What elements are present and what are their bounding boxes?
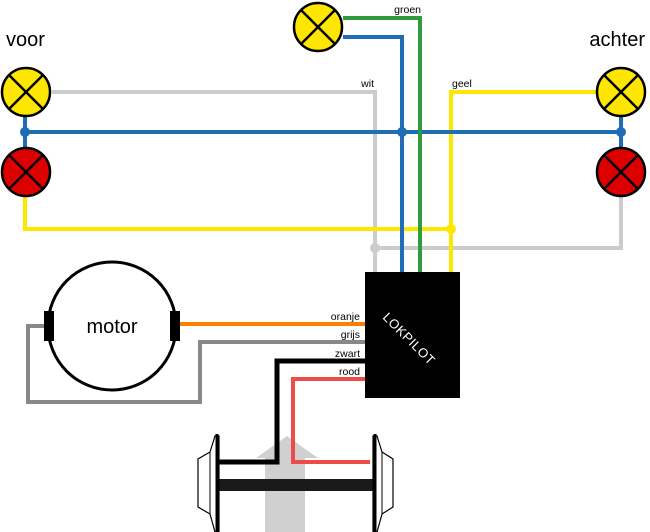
axle: [217, 479, 375, 491]
lamp-cross: [300, 9, 336, 45]
wire-label-white: wit: [360, 78, 374, 90]
decoder-box: LOKPILOT: [365, 272, 460, 398]
wheel-left: [197, 434, 220, 532]
motor-brush-right: [170, 311, 180, 341]
wire-blue-top: [343, 35, 404, 272]
lamp-cross: [603, 74, 639, 110]
wire-black-overlay: [218, 436, 280, 465]
wire-grey: [26, 324, 366, 404]
junction-blue-center: [397, 127, 407, 137]
label-front: voor: [6, 29, 45, 51]
motor-label: motor: [86, 316, 137, 338]
motor-brush-left: [44, 311, 54, 341]
wire-label-yellow: geel: [452, 78, 472, 90]
wheel-right: [372, 434, 394, 532]
wire-yellow-rear: [449, 90, 598, 272]
junction-yellow: [446, 224, 456, 234]
wire-white: [52, 90, 623, 272]
wire-yellow: [23, 90, 598, 272]
wire-label-green: groen: [394, 4, 421, 16]
lamp-front-white: [0, 66, 52, 118]
wire-white-rear: [375, 195, 623, 250]
lamp-cross: [8, 74, 44, 110]
lamp-rear-white: [595, 66, 647, 118]
wire-label-orange: oranje: [331, 311, 360, 323]
lamp-cross: [8, 154, 44, 190]
wire-yellow-front: [23, 195, 451, 231]
lamp-top-aux: [292, 1, 344, 53]
lamp-front-red: [0, 146, 52, 198]
wire-white-front: [52, 90, 377, 272]
wire-label-red: rood: [339, 366, 360, 378]
wire-blue: [23, 35, 623, 272]
wire-label-black: zwart: [335, 348, 360, 360]
wire-label-grey: grijs: [341, 329, 360, 341]
wire-red-overlay: [291, 436, 370, 464]
decoder-body: [365, 272, 460, 398]
lamp-cross: [603, 154, 639, 190]
lamp-rear-red: [595, 146, 647, 198]
motor: motor: [44, 260, 180, 392]
label-rear: achter: [589, 29, 645, 51]
junction-blue-front: [20, 127, 30, 137]
wire-green: [343, 16, 422, 272]
junction-blue-rear: [616, 127, 626, 137]
junction-white: [370, 243, 380, 253]
wheelset: [197, 434, 394, 532]
